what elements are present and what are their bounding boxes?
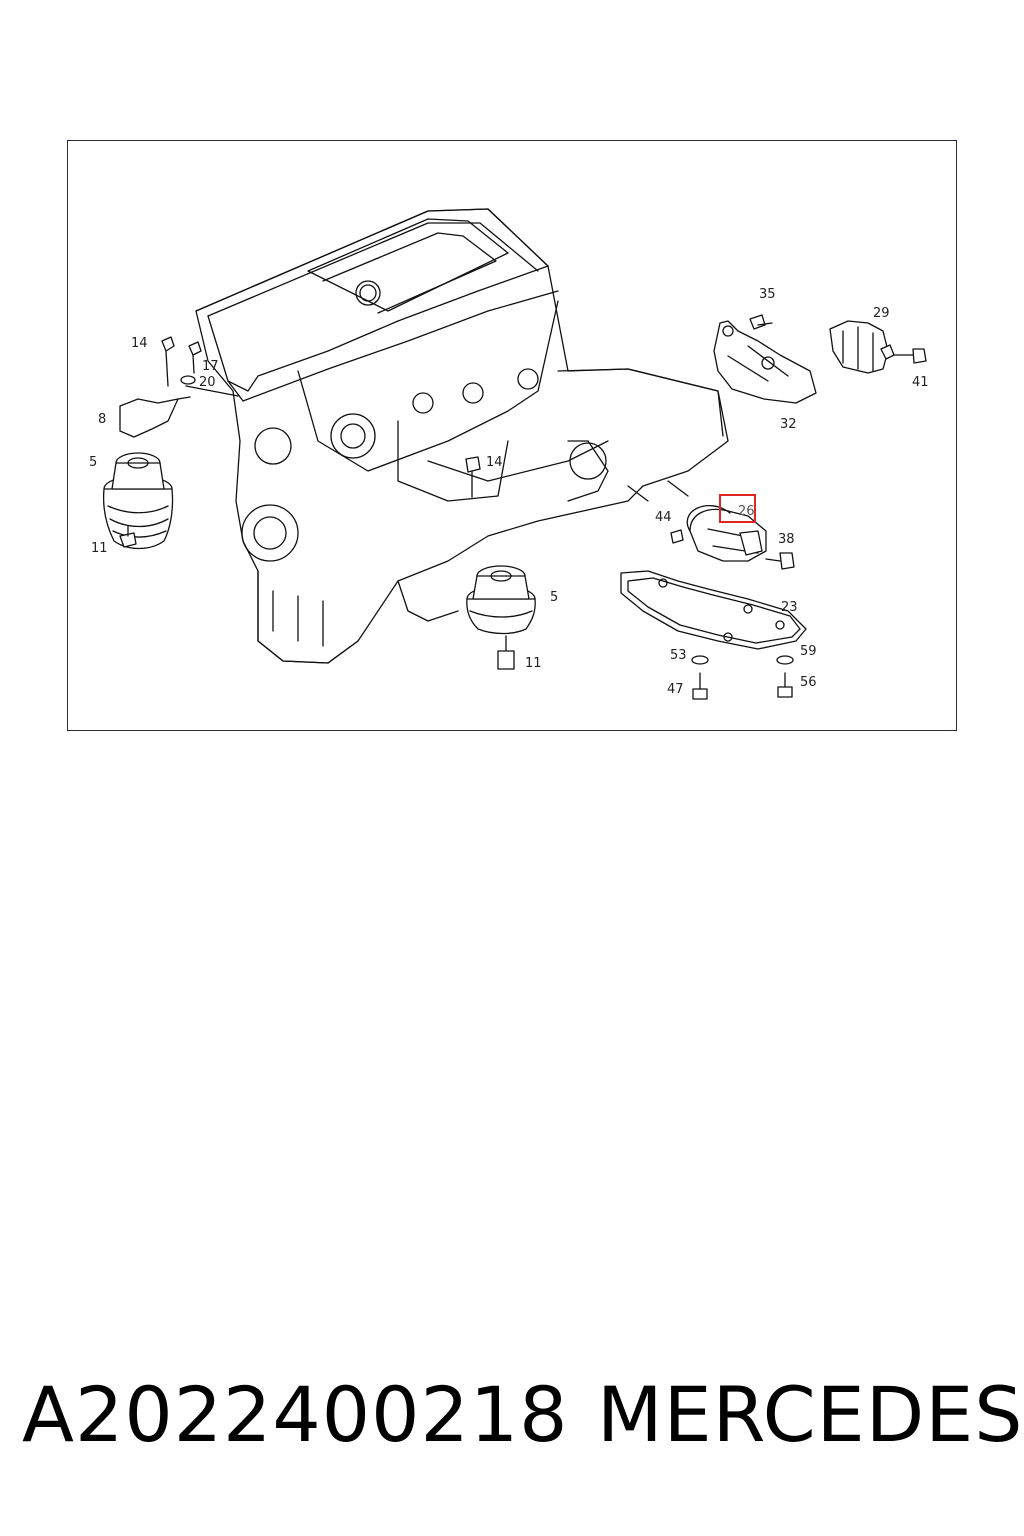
bracket-32 (713, 314, 817, 404)
label-56: 56 (800, 675, 817, 690)
bolts-left (119, 336, 239, 548)
label-5-center: 5 (550, 590, 559, 605)
label-26: 26 (738, 504, 755, 519)
label-38: 38 (778, 532, 795, 547)
engine-block (195, 208, 729, 664)
label-41: 41 (912, 375, 929, 390)
part-number: A2022400218 (22, 1370, 569, 1459)
label-14-top-left: 14 (131, 336, 148, 351)
fasteners-bottom (691, 655, 794, 700)
label-17: 17 (202, 359, 219, 374)
label-47: 47 (667, 682, 684, 697)
engine-mount-left (102, 396, 191, 550)
highlight-26-box (719, 494, 756, 523)
label-23: 23 (781, 600, 798, 615)
label-11-left: 11 (91, 541, 108, 556)
label-35: 35 (759, 287, 776, 302)
label-14-center: 14 (486, 455, 503, 470)
engine-mount-illustration (102, 208, 927, 700)
part-29-mount (829, 320, 927, 374)
label-20: 20 (199, 375, 216, 390)
plate-23 (620, 570, 807, 650)
part-caption: A2022400218 MERCEDES (0, 1370, 1024, 1470)
label-29: 29 (873, 306, 890, 321)
label-8: 8 (98, 412, 107, 427)
label-44: 44 (655, 510, 672, 525)
label-53: 53 (670, 648, 687, 663)
engine-mount-center (465, 456, 536, 670)
label-32: 32 (780, 417, 797, 432)
label-59: 59 (800, 644, 817, 659)
label-11-center: 11 (525, 656, 542, 671)
brand-name: MERCEDES (597, 1370, 1024, 1459)
exploded-parts-diagram: 14 17 20 8 5 11 14 5 11 35 29 41 32 26 4… (67, 140, 957, 731)
label-5-left: 5 (89, 455, 98, 470)
